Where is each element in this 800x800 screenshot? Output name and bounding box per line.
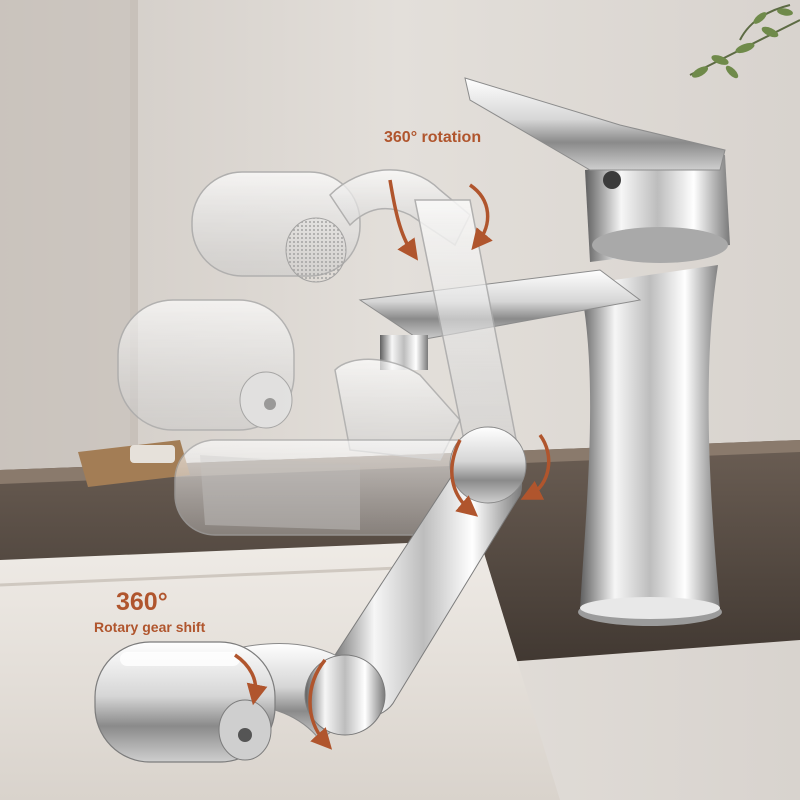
rotation-arrow-icon [233,653,333,750]
faucet-body [358,77,730,626]
gear-shift-label: Rotary gear shift [94,619,206,635]
rotation-arrow-icon [450,433,551,517]
ghost-faucet-middle [117,299,461,461]
faucet-head-bottom [94,641,276,763]
degree-label-bottom: 360° [116,588,168,616]
ghost-faucet-lower [174,439,511,536]
ghost-faucet-top [191,169,521,471]
rotation-arrow-icon [388,179,493,261]
rotation-label-top: 360° rotation [384,129,482,146]
